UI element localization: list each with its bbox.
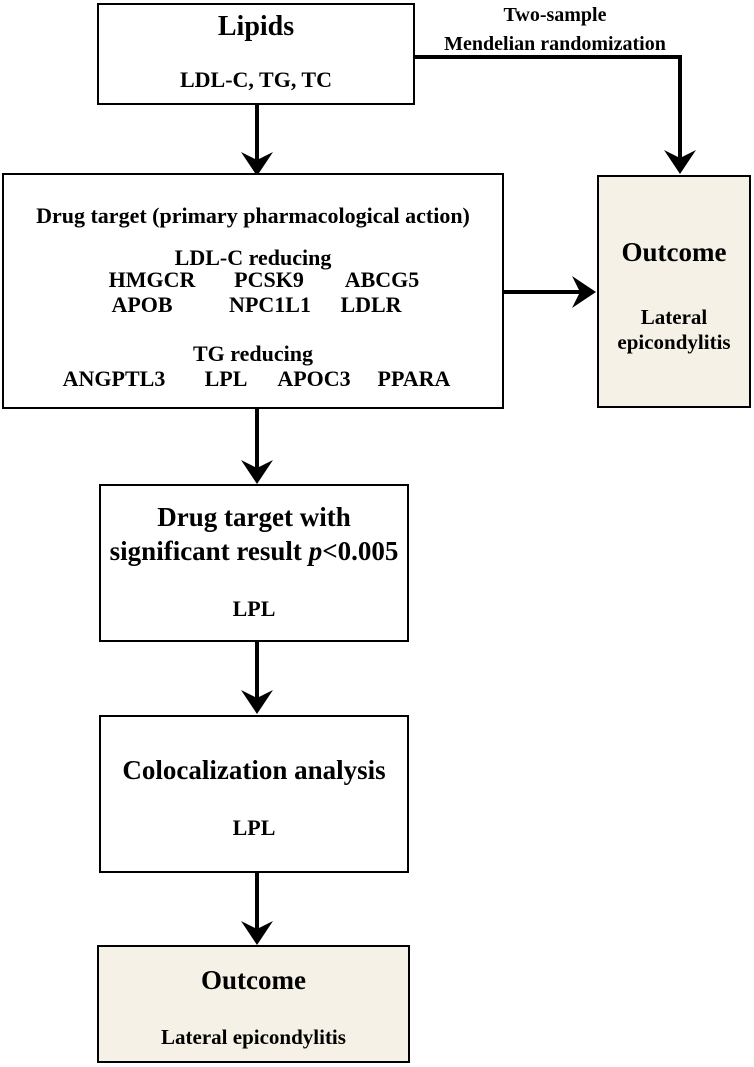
drug-target-title: Drug target (primary pharmacological act…: [36, 203, 470, 228]
lipids-subtitle: LDL-C, TG, TC: [179, 67, 332, 92]
colocalization-title: Colocalization analysis: [122, 755, 386, 785]
arrowhead-lipids-to-outcome-right: [664, 150, 696, 174]
mr-label-line1: Two-sample: [503, 4, 607, 26]
colocalization-box: Colocalization analysis LPL: [99, 715, 409, 873]
outcome-right-title: Outcome: [621, 237, 727, 267]
gene-lpl: LPL: [204, 366, 248, 391]
gene-apob: APOB: [111, 292, 173, 317]
gene-angptl3: ANGPTL3: [62, 366, 166, 391]
tg-heading: TG reducing: [192, 341, 313, 366]
gene-apoc3: APOC3: [277, 366, 351, 391]
ldl-heading: LDL-C reducing: [174, 245, 332, 270]
outcome-bottom-box: Outcome Lateral epicondylitis: [97, 945, 410, 1063]
significant-p-symbol: p: [308, 536, 323, 566]
mr-label-line2: Mendelian randomization: [444, 33, 666, 55]
significant-line2: significant result p<0.005: [101, 536, 407, 567]
mr-label: Two-sample Mendelian randomization: [420, 4, 690, 56]
significant-line1: Drug target with: [157, 502, 351, 532]
gene-hmgcr: HMGCR: [108, 267, 196, 292]
gene-abcg5: ABCG5: [344, 267, 420, 292]
drug-target-box: Drug target (primary pharmacological act…: [2, 173, 504, 409]
significant-gene: LPL: [232, 596, 276, 621]
outcome-right-line1: Lateral: [640, 305, 708, 329]
outcome-bottom-subtitle: Lateral epicondylitis: [161, 1025, 346, 1049]
significant-line2-prefix: significant result: [109, 536, 309, 566]
gene-npc1l1: NPC1L1: [229, 292, 311, 317]
arrowhead-significant-to-colocalization: [241, 690, 273, 714]
gene-ppara: PPARA: [377, 366, 451, 391]
colocalization-gene: LPL: [232, 815, 276, 840]
outcome-right-box: Outcome Lateral epicondylitis: [597, 175, 751, 408]
outcome-bottom-title: Outcome: [201, 965, 306, 995]
arrowhead-drug-target-to-significant: [241, 460, 273, 484]
gene-ldlr: LDLR: [340, 292, 402, 317]
significant-line2-suffix: <0.005: [322, 536, 399, 566]
outcome-right-line2: epicondylitis: [617, 330, 731, 354]
arrow-lipids-to-outcome-right: [414, 55, 682, 164]
arrowhead-colocalization-to-outcome-bottom: [241, 921, 273, 945]
significant-box: Drug target with significant result p<0.…: [99, 484, 409, 642]
lipids-box: Lipids LDL-C, TG, TC: [97, 3, 415, 105]
arrowhead-drug-target-to-outcome-right: [572, 276, 596, 308]
lipids-title: Lipids: [217, 11, 295, 42]
gene-pcsk9: PCSK9: [234, 267, 304, 292]
